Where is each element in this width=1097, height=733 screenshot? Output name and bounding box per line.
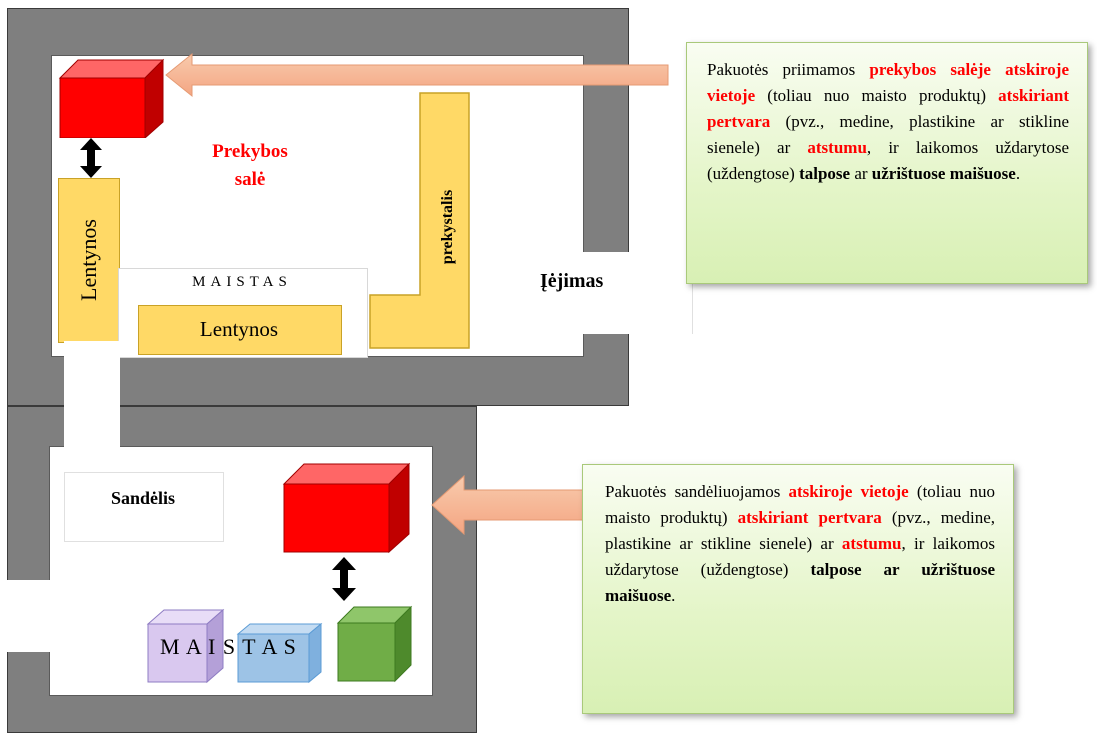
- entrance: [512, 252, 693, 334]
- sales-hall-title-line1: Prekybos: [212, 141, 288, 162]
- sales-hall-title-line2: salė: [234, 169, 266, 190]
- note-bottom-bold: talpose ar užrištuose maišuose: [605, 560, 995, 605]
- note-top-text: Pakuotės priimamos: [707, 60, 870, 79]
- note-storage: Pakuotės sandėliuojamos atskiroje vietoj…: [582, 464, 1014, 714]
- note-sales-hall: Pakuotės priimamos prekybos salėje atski…: [686, 42, 1088, 284]
- note-top-text: (pvz., medine, plastikine ar stikline si…: [707, 112, 1069, 157]
- left-arrow-icon: [431, 474, 585, 536]
- vertical-shelf: Lentynos: [58, 178, 120, 343]
- vertical-shelf-label: Lentynos: [76, 219, 101, 301]
- note-bottom-text: Pakuotės sandėliuojamos: [605, 482, 789, 501]
- note-top-bold: užrištuose maišuose: [871, 164, 1016, 183]
- note-top-text: , ir laikomos uždarytose (uždengtose): [707, 138, 1069, 183]
- sales-hall-title: Prekybos salė: [170, 138, 330, 194]
- double-arrow-icon: [332, 557, 356, 601]
- note-top-text: ar: [850, 164, 872, 183]
- horizontal-shelf-label: Lentynos: [199, 317, 279, 341]
- counter: [369, 92, 470, 349]
- note-bottom-text: (toliau nuo maisto produktų): [605, 482, 995, 527]
- note-top-text: (toliau nuo maisto produktų): [755, 86, 999, 105]
- note-top-highlight: prekybos salėje atskiroje vietoje: [707, 60, 1069, 105]
- note-top-highlight: atstumu: [807, 138, 867, 157]
- purple-cube-icon: [146, 608, 225, 684]
- double-arrow-icon: [80, 138, 102, 178]
- food-area-label: MAISTAS: [192, 274, 292, 290]
- green-cube-icon: [336, 605, 413, 683]
- storage-label-box: [64, 472, 224, 542]
- note-bottom-highlight: atskiriant pertvara: [737, 508, 882, 527]
- note-bottom-highlight: atstumu: [841, 534, 902, 553]
- red-cube-icon: [282, 462, 411, 554]
- entrance-label: Įėjimas: [540, 270, 604, 292]
- storage-food-label: M A I S T A S: [160, 634, 297, 659]
- note-bottom-highlight: atskiroje vietoje: [788, 482, 909, 501]
- left-arrow-icon: [165, 52, 669, 98]
- blue-cube-icon: [236, 622, 323, 684]
- horizontal-shelf: [138, 305, 342, 355]
- storage-label: Sandėlis: [110, 488, 176, 508]
- note-top-text: .: [1015, 164, 1021, 183]
- note-bottom-text: , ir laikomos uždarytose (uždengtose): [605, 534, 995, 579]
- side-opening: [0, 580, 70, 652]
- red-cube-icon: [58, 58, 165, 138]
- note-bottom-text: .: [671, 586, 676, 605]
- note-bottom-text: (pvz., medine, plastikine ar stikline si…: [605, 508, 995, 553]
- corridor-connector: [64, 341, 120, 449]
- note-top-bold: talpose: [799, 164, 851, 183]
- counter-label: prekystalis: [439, 189, 456, 265]
- note-top-highlight: atskiriant pertvara: [707, 86, 1069, 131]
